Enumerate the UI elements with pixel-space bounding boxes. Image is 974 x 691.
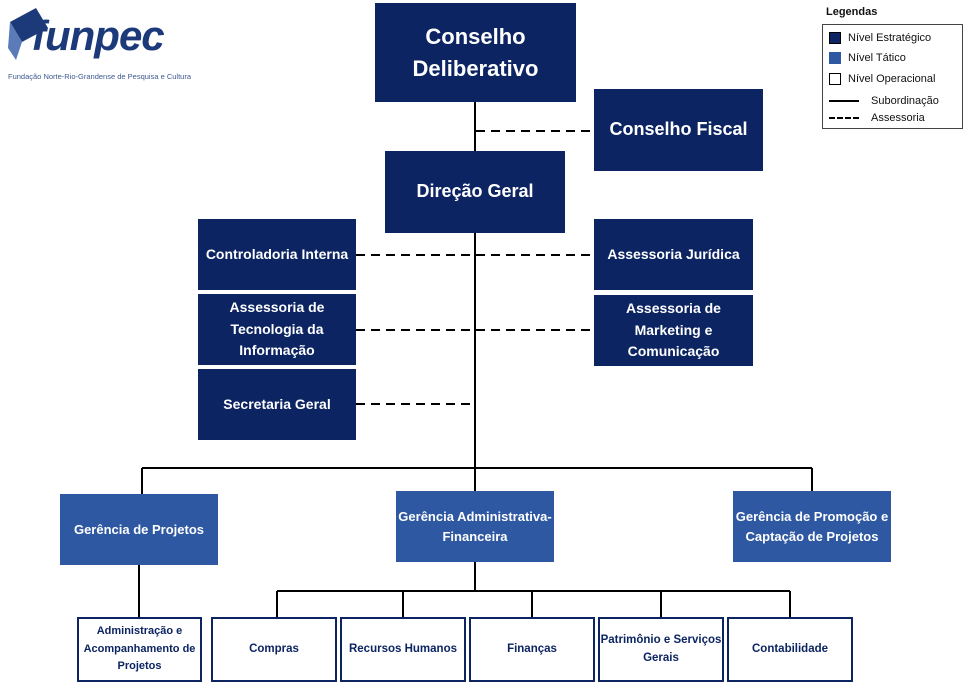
box-patrimonio: Patrimônio e Serviços Gerais (598, 617, 724, 682)
legend-swatch-tactical (829, 52, 841, 64)
box-compras: Compras (211, 617, 337, 682)
box-conselho-fiscal: Conselho Fiscal (594, 89, 763, 171)
box-label: Conselho (425, 23, 526, 49)
legend-item-operational: Nível Operacional (829, 71, 935, 87)
legend-label: Subordinação (871, 95, 939, 107)
box-secretaria-geral: Secretaria Geral (198, 369, 356, 440)
box-label: Assessoria Jurídica (607, 245, 740, 262)
box-label: Acompanhamento de (83, 642, 196, 655)
box-label: Tecnologia da (230, 320, 324, 337)
box-adm-acompanhamento: Administração e Acompanhamento de Projet… (77, 617, 202, 682)
box-controladoria-interna: Controladoria Interna (198, 219, 356, 290)
legend-swatch-strategic (829, 32, 841, 44)
legend-item-advisory: Assessoria (829, 110, 925, 126)
legend-item-subordination: Subordinação (829, 93, 939, 109)
box-label: Finanças (507, 642, 557, 655)
box-label: Direção Geral (416, 181, 534, 202)
box-direcao-geral: Direção Geral (385, 151, 565, 233)
box-label: Assessoria de (626, 299, 721, 316)
legend-title: Legendas (826, 6, 878, 18)
box-conselho-deliberativo: Conselho Deliberativo (375, 3, 576, 102)
box-contabilidade: Contabilidade (727, 617, 853, 682)
legend-swatch-operational (829, 73, 841, 85)
logo-wordmark: funpec (32, 12, 165, 59)
legend-label: Nível Operacional (848, 73, 936, 85)
box-label: Gerência Administrativa- (398, 509, 552, 524)
box-label: Captação de Projetos (745, 528, 879, 544)
box-label: Contabilidade (751, 642, 829, 655)
box-label: Assessoria de (229, 298, 325, 315)
legend-label: Nível Estratégico (848, 32, 932, 44)
box-financas: Finanças (469, 617, 595, 682)
box-label: Secretaria Geral (223, 395, 331, 412)
box-label: Controladoria Interna (205, 245, 349, 262)
box-assessoria-ti: Assessoria de Tecnologia da Informação (198, 294, 356, 365)
box-label: Administração e (96, 625, 183, 638)
funpec-logo: funpec Fundação Norte-Rio-Grandense de P… (8, 8, 191, 84)
box-gerencia-promocao: Gerência de Promoção e Captação de Proje… (733, 491, 891, 562)
logo-subtitle: Fundação Norte-Rio-Grandense de Pesquisa… (8, 72, 192, 81)
logo-mark-icon (8, 8, 48, 60)
box-label: Patrimônio e Serviços (600, 634, 722, 647)
box-label: Comunicação (627, 343, 720, 360)
box-assessoria-marketing: Assessoria de Marketing e Comunicação (594, 295, 753, 366)
box-label: Projetos (117, 660, 162, 673)
box-label: Conselho Fiscal (609, 119, 748, 140)
box-gerencia-adm-fin: Gerência Administrativa- Financeira (396, 491, 554, 562)
box-label: Compras (249, 642, 299, 655)
box-label: Gerência de Promoção e (735, 509, 889, 524)
box-label: Deliberativo (412, 55, 539, 81)
legend-dashed-line (829, 117, 859, 119)
box-gerencia-projetos: Gerência de Projetos (60, 494, 218, 565)
box-recursos-humanos: Recursos Humanos (340, 617, 466, 682)
legend-label: Nível Tático (848, 52, 906, 64)
legend-label: Assessoria (871, 112, 925, 124)
box-label: Marketing e (634, 321, 713, 338)
box-label: Financeira (442, 528, 508, 544)
legend: Nível Estratégico Nível Tático Nível Ope… (822, 24, 963, 129)
box-label: Gerais (643, 651, 679, 664)
legend-item-tactical: Nível Tático (829, 50, 906, 66)
box-label: Informação (239, 342, 315, 359)
box-assessoria-juridica: Assessoria Jurídica (594, 219, 753, 290)
legend-item-strategic: Nível Estratégico (829, 30, 931, 46)
box-label: Gerência de Projetos (73, 521, 205, 537)
legend-solid-line (829, 100, 859, 102)
box-label: Recursos Humanos (348, 642, 457, 655)
